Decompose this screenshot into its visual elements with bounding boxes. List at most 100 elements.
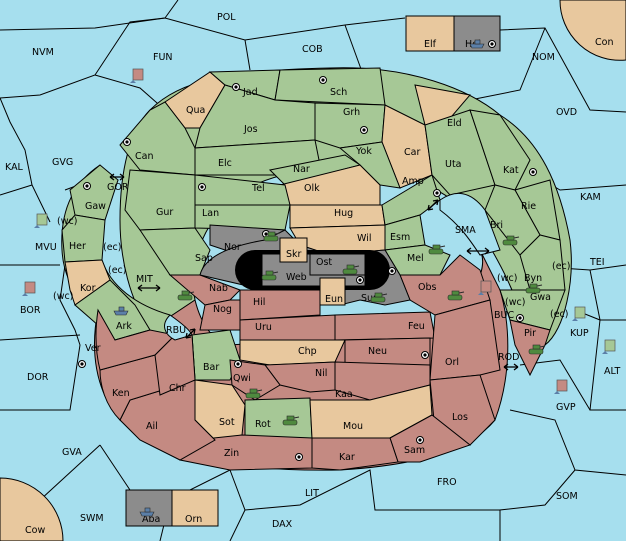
label-Nil: Nil <box>315 368 327 379</box>
tank-icon[interactable] <box>245 388 263 399</box>
label-Mou: Mou <box>343 421 363 432</box>
label-Rie: Rie <box>521 201 536 212</box>
tank-icon[interactable] <box>428 244 446 255</box>
label-Nor: Nor <box>224 242 241 253</box>
ship-icon[interactable] <box>113 306 129 316</box>
label-Yok: Yok <box>355 146 372 157</box>
label-BUC: BUC <box>494 310 514 321</box>
label-MIT: MIT <box>136 274 153 285</box>
tank-icon[interactable] <box>177 290 195 301</box>
supply-center-icon <box>295 453 303 461</box>
region-Kat[interactable] <box>469 109 531 191</box>
region-Eun[interactable] <box>319 277 346 306</box>
dislodged-unit-icon[interactable] <box>572 306 586 321</box>
region-Ver[interactable] <box>95 308 177 371</box>
region-Orl[interactable] <box>429 299 501 381</box>
dislodged-unit-icon[interactable] <box>34 213 48 228</box>
label-Esm: Esm <box>390 232 410 243</box>
labels: POL NVM FUN COB NOM Con OVD KAL GVG KAM … <box>5 12 620 536</box>
label-Olk: Olk <box>304 183 320 194</box>
label-NVM: NVM <box>32 47 54 58</box>
region-Gwa[interactable] <box>499 289 566 331</box>
label-KUP: KUP <box>570 328 589 339</box>
region-Hil[interactable] <box>239 289 321 321</box>
supply-center-icon <box>234 360 242 368</box>
region-Yok[interactable] <box>338 141 401 189</box>
label-Zin: Zin <box>224 448 239 459</box>
label-Bar: Bar <box>203 362 219 373</box>
region-Nab[interactable] <box>168 274 241 306</box>
supply-center-icon <box>123 138 131 146</box>
label-POL: POL <box>217 12 236 23</box>
region-Sap[interactable] <box>139 227 211 276</box>
label-Ail: Ail <box>146 421 158 432</box>
region-Cow[interactable] <box>0 477 64 541</box>
tank-icon[interactable] <box>370 292 388 303</box>
label-Chp: Chp <box>298 346 317 357</box>
ship-icon[interactable] <box>139 507 155 517</box>
dislodged-unit-icon[interactable] <box>478 280 492 295</box>
label-GVG: GVG <box>52 157 73 168</box>
region-Uta[interactable] <box>424 109 496 196</box>
label-gaw-wc: (wc) <box>57 216 77 227</box>
channel-GOR <box>98 154 122 260</box>
label-KAM: KAM <box>580 192 601 203</box>
label-Amp: Amp <box>402 176 424 187</box>
label-FUN: FUN <box>153 52 173 63</box>
region-Gaw[interactable] <box>69 164 119 221</box>
region-Elf[interactable] <box>405 15 455 52</box>
label-SMA: SMA <box>455 225 476 236</box>
tank-icon[interactable] <box>342 264 360 275</box>
label-gwa-wc: (wc) <box>505 297 525 308</box>
label-Ark: Ark <box>116 321 132 332</box>
label-Kor: Kor <box>80 283 96 294</box>
region-Orn[interactable] <box>171 489 219 527</box>
label-Ken: Ken <box>112 388 130 399</box>
label-Byn: Byn <box>524 273 542 284</box>
region-Nar[interactable] <box>268 154 362 186</box>
region-Neu[interactable] <box>344 337 431 366</box>
dislodged-unit-icon[interactable] <box>554 379 568 394</box>
label-Qwi: Qwi <box>233 373 251 384</box>
supply-center-icon <box>488 40 496 48</box>
dislodged-unit-icon[interactable] <box>22 281 36 296</box>
tank-icon[interactable] <box>502 235 520 246</box>
units <box>22 39 616 517</box>
tank-icon[interactable] <box>282 415 300 426</box>
label-Mel: Mel <box>407 253 424 264</box>
region-Her[interactable] <box>61 214 106 263</box>
region-Sch[interactable] <box>274 67 386 106</box>
label-GOR: GOR <box>107 182 129 193</box>
region-Pir[interactable] <box>509 319 551 377</box>
label-Gaw: Gaw <box>85 201 106 212</box>
label-Nab: Nab <box>209 283 228 294</box>
region-Skr[interactable] <box>279 237 308 263</box>
tank-icon[interactable] <box>528 344 546 355</box>
tank-icon[interactable] <box>525 283 543 294</box>
label-Elc: Elc <box>218 158 232 169</box>
region-Rot[interactable] <box>244 397 313 439</box>
label-Eld: Eld <box>447 118 462 129</box>
label-FRO: FRO <box>437 477 457 488</box>
dislodged-unit-icon[interactable] <box>602 339 616 354</box>
label-Hug: Hug <box>334 208 353 219</box>
tank-icon[interactable] <box>263 231 281 242</box>
dislodged-unit-icon[interactable] <box>130 68 144 83</box>
region-Car[interactable] <box>381 104 433 189</box>
region-Con[interactable] <box>559 0 626 61</box>
region-Chp[interactable] <box>239 339 346 366</box>
supply-center-icon <box>433 189 441 197</box>
region-Ail[interactable] <box>119 379 216 461</box>
label-Sun: Sun <box>361 293 379 304</box>
region-Can[interactable] <box>119 101 196 176</box>
region-Byn[interactable] <box>519 234 566 291</box>
tank-icon[interactable] <box>261 270 279 281</box>
region-Qwi[interactable] <box>229 359 281 401</box>
label-Hil: Hil <box>253 297 265 308</box>
label-Wil: Wil <box>357 233 371 244</box>
ship-icon[interactable] <box>469 39 485 49</box>
label-Elf: Elf <box>424 39 437 50</box>
tank-icon[interactable] <box>447 290 465 301</box>
supply-center-icon <box>78 360 86 368</box>
region-Gur[interactable] <box>124 169 196 231</box>
